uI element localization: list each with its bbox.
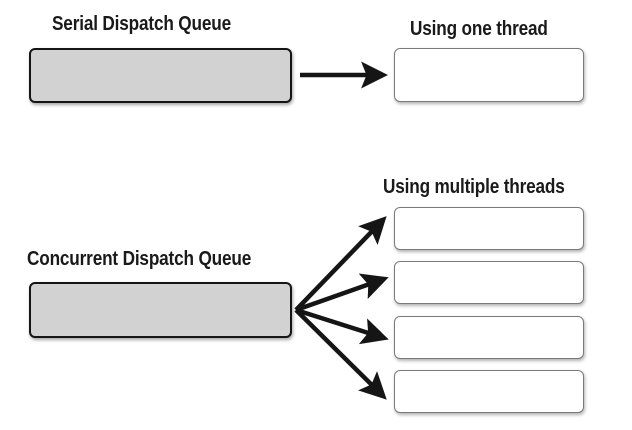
serial-queue-box <box>29 48 292 103</box>
serial-queue-title: Serial Dispatch Queue <box>52 13 231 35</box>
concurrent-arrow-3 <box>295 307 389 345</box>
concurrent-arrow-4 <box>294 308 387 400</box>
concurrent-thread-box-4 <box>394 370 584 413</box>
serial-thread-box <box>394 48 584 102</box>
concurrent-queue-box <box>29 282 292 338</box>
concurrent-queue-title: Concurrent Dispatch Queue <box>27 248 252 270</box>
concurrent-thread-box-2 <box>394 261 584 304</box>
concurrent-thread-box-3 <box>394 316 584 359</box>
concurrent-arrow-2 <box>295 273 389 313</box>
serial-thread-label: Using one thread <box>410 18 548 40</box>
concurrent-arrow-1 <box>294 216 387 312</box>
concurrent-threads-label: Using multiple threads <box>383 176 565 198</box>
concurrent-thread-box-1 <box>394 207 584 250</box>
